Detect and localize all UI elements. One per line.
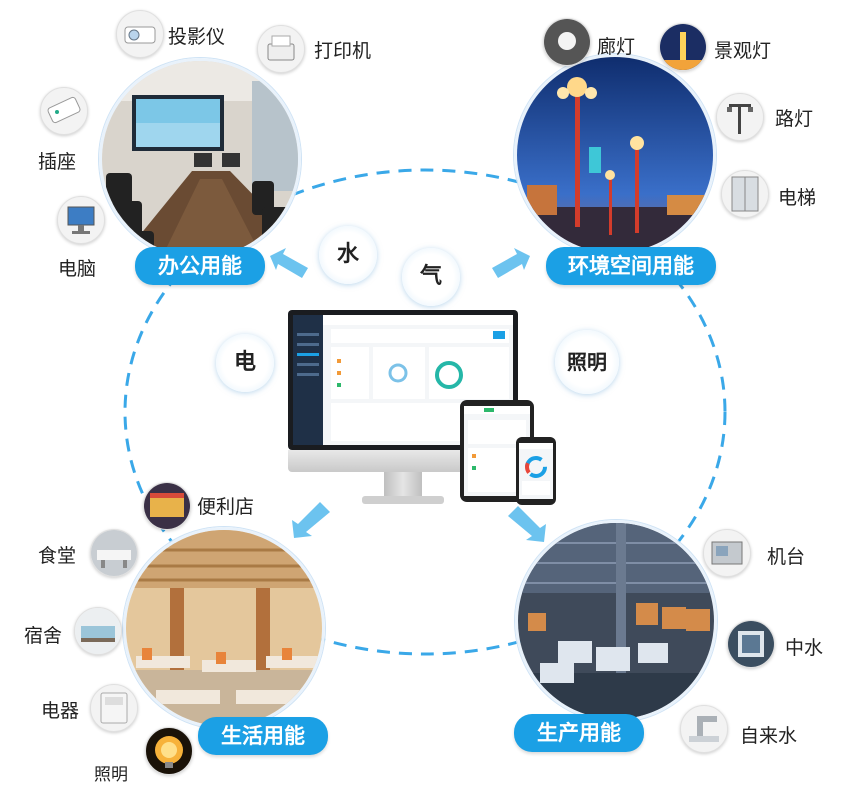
corridor-light-label: 廊灯 (597, 36, 636, 58)
lighting-label: 照明 (94, 765, 128, 785)
environment-category-label[interactable]: 环境空间用能 (546, 247, 716, 285)
faucet-icon (689, 716, 719, 742)
tap-water-label: 自来水 (740, 725, 798, 747)
arrow-to-environment-icon (490, 246, 532, 282)
socket-label: 插座 (38, 151, 77, 173)
elevator-label: 电梯 (778, 187, 817, 209)
computer-thumb (57, 196, 105, 244)
appliance-thumb (90, 684, 138, 732)
street-light-label: 路灯 (775, 108, 814, 130)
dormitory-label: 宿舍 (24, 625, 63, 647)
socket-thumb (40, 87, 88, 135)
printer-icon (267, 35, 295, 61)
arrow-to-production-icon (506, 504, 548, 544)
production-photo (515, 520, 717, 722)
convenience-store-icon (144, 483, 190, 529)
monitor-device (288, 310, 518, 506)
convenience-store-thumb (143, 482, 191, 530)
light-bulb-icon (155, 736, 183, 768)
elevator-thumb (721, 170, 769, 218)
office-category-label[interactable]: 办公用能 (135, 247, 265, 285)
office-photo (99, 58, 301, 260)
landscape-light-thumb (659, 23, 707, 71)
landscape-light-label: 景观灯 (714, 40, 772, 62)
production-category-label[interactable]: 生产用能 (514, 714, 644, 752)
environment-photo (514, 54, 716, 256)
corridor-light-icon (544, 19, 590, 65)
printer-label: 打印机 (314, 40, 372, 62)
water-energy: 水 (319, 226, 377, 284)
dormitory-icon (75, 608, 121, 654)
gas-energy: 气 (402, 248, 460, 306)
canteen-thumb (90, 529, 138, 577)
elevator-icon (731, 176, 759, 212)
corridor-light-thumb (543, 18, 591, 66)
dormitory-thumb (74, 607, 122, 655)
electricity-energy: 电 (216, 334, 274, 392)
computer-icon (67, 206, 95, 234)
lighting-energy: 照明 (555, 330, 619, 394)
lighting-thumb (145, 727, 193, 775)
arrow-to-living-icon (290, 500, 332, 540)
appliance-label: 电器 (41, 700, 80, 722)
water-pipe-icon (728, 621, 774, 667)
machine-icon (711, 541, 743, 565)
reclaimed-water-label: 中水 (785, 637, 824, 659)
tap-water-thumb (680, 705, 728, 753)
appliance-icon (100, 692, 128, 724)
street-light-thumb (716, 93, 764, 141)
projector-icon (124, 26, 156, 44)
computer-label: 电脑 (58, 258, 97, 280)
street-light-icon (727, 104, 753, 134)
printer-thumb (257, 25, 305, 73)
living-category-label[interactable]: 生活用能 (198, 717, 328, 755)
socket-icon (47, 96, 81, 124)
living-photo (123, 527, 325, 729)
reclaimed-water-thumb (727, 620, 775, 668)
canteen-label: 食堂 (38, 545, 77, 567)
phone-device (516, 437, 556, 505)
convenience-store-label: 便利店 (197, 496, 255, 518)
projector-label: 投影仪 (168, 26, 226, 48)
machine-label: 机台 (767, 546, 806, 568)
machine-thumb (703, 529, 751, 577)
arrow-to-office-icon (268, 246, 310, 282)
canteen-icon (91, 530, 137, 576)
landscape-light-icon (660, 24, 706, 70)
projector-thumb (116, 10, 164, 58)
